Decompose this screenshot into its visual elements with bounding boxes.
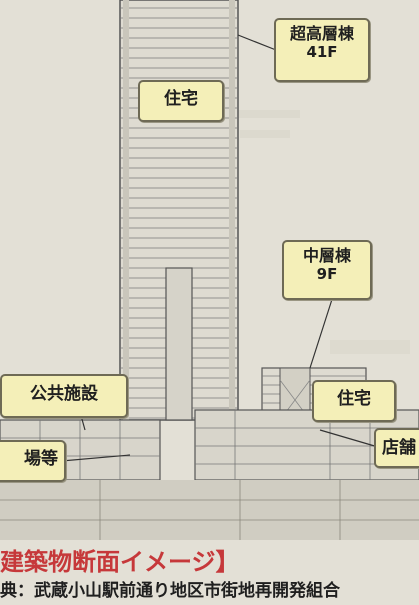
caption-source: 典：武蔵小山駅前通り地区市街地再開発組合 — [0, 581, 340, 601]
public-facility-text: 公共施設 — [30, 384, 98, 404]
mid-use-label: 住宅 — [312, 380, 396, 422]
background-texture — [230, 110, 410, 354]
tower-core — [165, 267, 193, 421]
mid-rise-label: 中層棟 9F — [282, 240, 372, 300]
mid-rise-floors: 9F — [316, 265, 338, 284]
mid-rise-name: 中層棟 — [302, 246, 351, 265]
tower-use-label: 住宅 — [138, 80, 224, 122]
mid-use-text: 住宅 — [337, 389, 371, 409]
high-rise-name: 超高層棟 — [289, 24, 354, 43]
parking-label: 場等 — [0, 440, 66, 482]
high-rise-label: 超高層棟 41F — [274, 18, 370, 82]
tower-use-text: 住宅 — [164, 89, 198, 109]
parking-text: 場等 — [24, 449, 58, 469]
high-rise-tower — [119, 0, 239, 421]
shop-text: 店舗 — [382, 438, 416, 458]
public-facility-label: 公共施設 — [0, 374, 128, 418]
high-rise-floors: 41F — [306, 43, 338, 62]
shop-label: 店舗 — [374, 428, 419, 468]
caption-title: 建築物断面イメージ】 — [0, 548, 240, 576]
